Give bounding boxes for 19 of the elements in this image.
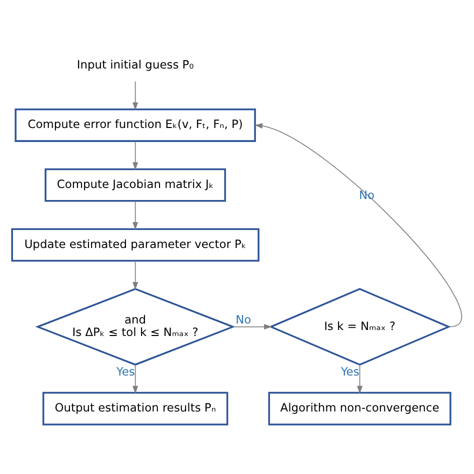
- arrow: [132, 81, 138, 110]
- arrow: [132, 200, 138, 230]
- edge-label: Yes: [116, 364, 135, 379]
- node-diamond: and Is ΔPₖ ≤ tol k ≤ Nₘₐₓ ?: [35, 288, 236, 366]
- node-box: Update estimated parameter vector Pₖ: [11, 228, 260, 262]
- arrow: [356, 364, 363, 394]
- node-box: Algorithm non-convergence: [268, 392, 452, 426]
- node-text: Input initial guess P₀: [76, 57, 194, 72]
- arrow: [232, 324, 272, 330]
- arrow: [254, 123, 462, 328]
- node-box: Compute Jacobian matrix Jₖ: [44, 168, 226, 202]
- arrow: [132, 140, 138, 170]
- arrow: [132, 364, 138, 394]
- node-diamond: Is k = Nₘₐₓ ?: [268, 288, 451, 366]
- edge-label: Yes: [340, 364, 360, 379]
- arrow: [132, 260, 138, 290]
- node-box: Compute error function Eₖ(v, Fₜ, Fₙ, P): [14, 108, 256, 142]
- edge-label: No: [236, 312, 252, 327]
- node-box: Output estimation results Pₙ: [42, 392, 228, 426]
